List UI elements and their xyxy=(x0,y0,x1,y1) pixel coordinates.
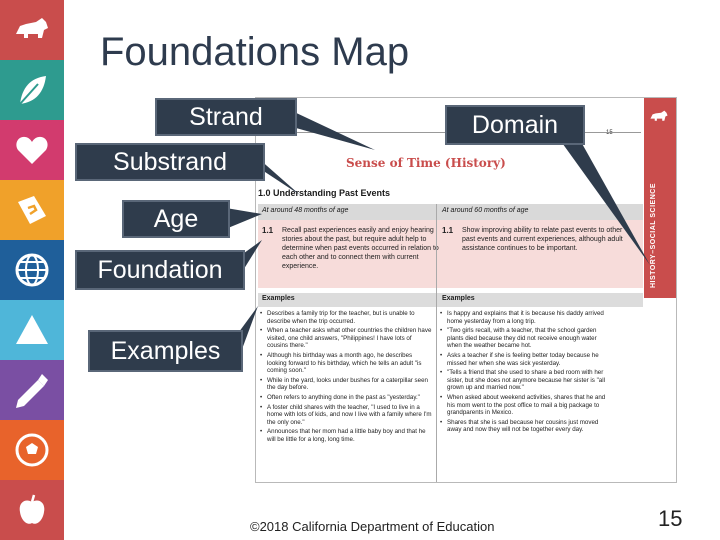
callout-domain: Domain xyxy=(445,105,585,145)
foundation-number-2: 1.1 xyxy=(442,226,454,235)
examples-label-2: Examples xyxy=(442,295,475,302)
foundation-text-1: Recall past experiences easily and enjoy… xyxy=(282,227,439,270)
subject-icon-strip xyxy=(0,0,64,540)
bear-icon xyxy=(16,18,48,38)
column-divider xyxy=(436,204,437,482)
crayon-icon xyxy=(16,374,48,408)
slide-title: Foundations Map xyxy=(100,30,410,74)
age-header-row: At around 48 months of age At around 60 … xyxy=(258,204,643,220)
tile-bear xyxy=(0,0,64,60)
callout-strand: Strand xyxy=(155,98,297,136)
age-column-1: At around 48 months of age xyxy=(262,207,349,214)
slide-number: 15 xyxy=(658,506,683,531)
heart-icon xyxy=(16,136,48,164)
document-header-title: Sense of Time (History) xyxy=(346,156,506,170)
foundation-text-2: Show improving ability to relate past ev… xyxy=(462,227,623,252)
foundations-document-page: HISTORY–SOCIAL SCIENCE 15 Sense of Time … xyxy=(255,97,677,483)
document-section-heading: 1.0 Understanding Past Events xyxy=(258,188,391,198)
callout-substrand: Substrand xyxy=(75,143,265,181)
tile-globe xyxy=(0,240,64,300)
document-page-number: 15 xyxy=(606,130,613,136)
list-item: When a teacher asks what other countries… xyxy=(260,327,432,350)
list-item: Shares that she is sad because her cousi… xyxy=(440,419,612,434)
globe-icon xyxy=(15,253,49,287)
list-item: Asks a teacher if she is feeling better … xyxy=(440,352,612,367)
tile-leaf xyxy=(0,60,64,120)
tile-book xyxy=(0,180,64,240)
tile-soccer xyxy=(0,420,64,480)
bear-icon xyxy=(650,110,668,121)
callout-age: Age xyxy=(122,200,230,238)
list-item: When asked about weekend activities, sha… xyxy=(440,394,612,417)
document-side-label: HISTORY–SOCIAL SCIENCE xyxy=(650,182,657,288)
book-icon xyxy=(18,196,46,224)
examples-label-1: Examples xyxy=(262,295,295,302)
list-item: A foster child shares with the teacher, … xyxy=(260,404,432,427)
list-item: While in the yard, looks under bushes fo… xyxy=(260,377,432,392)
foundation-number-1: 1.1 xyxy=(262,226,274,235)
list-item: Describes a family trip for the teacher,… xyxy=(260,310,432,325)
soccer-ball-icon xyxy=(15,433,49,467)
list-item: "Tells a friend that she used to share a… xyxy=(440,369,612,392)
footer-copyright: ©2018 California Department of Education xyxy=(250,519,495,534)
list-item: Although his birthday was a month ago, h… xyxy=(260,352,432,375)
tile-triangle xyxy=(0,300,64,360)
age-column-2: At around 60 months of age xyxy=(442,207,529,214)
foundation-row: 1.1 Recall past experiences easily and e… xyxy=(258,220,643,288)
examples-list-1: Describes a family trip for the teacher,… xyxy=(260,310,432,446)
tile-heart xyxy=(0,120,64,180)
examples-header-row: Examples Examples xyxy=(258,293,643,307)
leaf-icon xyxy=(19,76,46,105)
list-item: Often refers to anything done in the pas… xyxy=(260,394,432,402)
list-item: Announces that her mom had a little baby… xyxy=(260,428,432,443)
tile-crayon xyxy=(0,360,64,420)
callout-examples: Examples xyxy=(88,330,243,372)
triangle-icon xyxy=(16,315,48,344)
list-item: "Two girls recall, with a teacher, that … xyxy=(440,327,612,350)
tile-apple xyxy=(0,480,64,540)
callout-foundation: Foundation xyxy=(75,250,245,290)
apple-icon xyxy=(19,494,45,524)
list-item: Is happy and explains that it is because… xyxy=(440,310,612,325)
examples-list-2: Is happy and explains that it is because… xyxy=(440,310,612,436)
document-side-band: HISTORY–SOCIAL SCIENCE xyxy=(644,98,676,298)
